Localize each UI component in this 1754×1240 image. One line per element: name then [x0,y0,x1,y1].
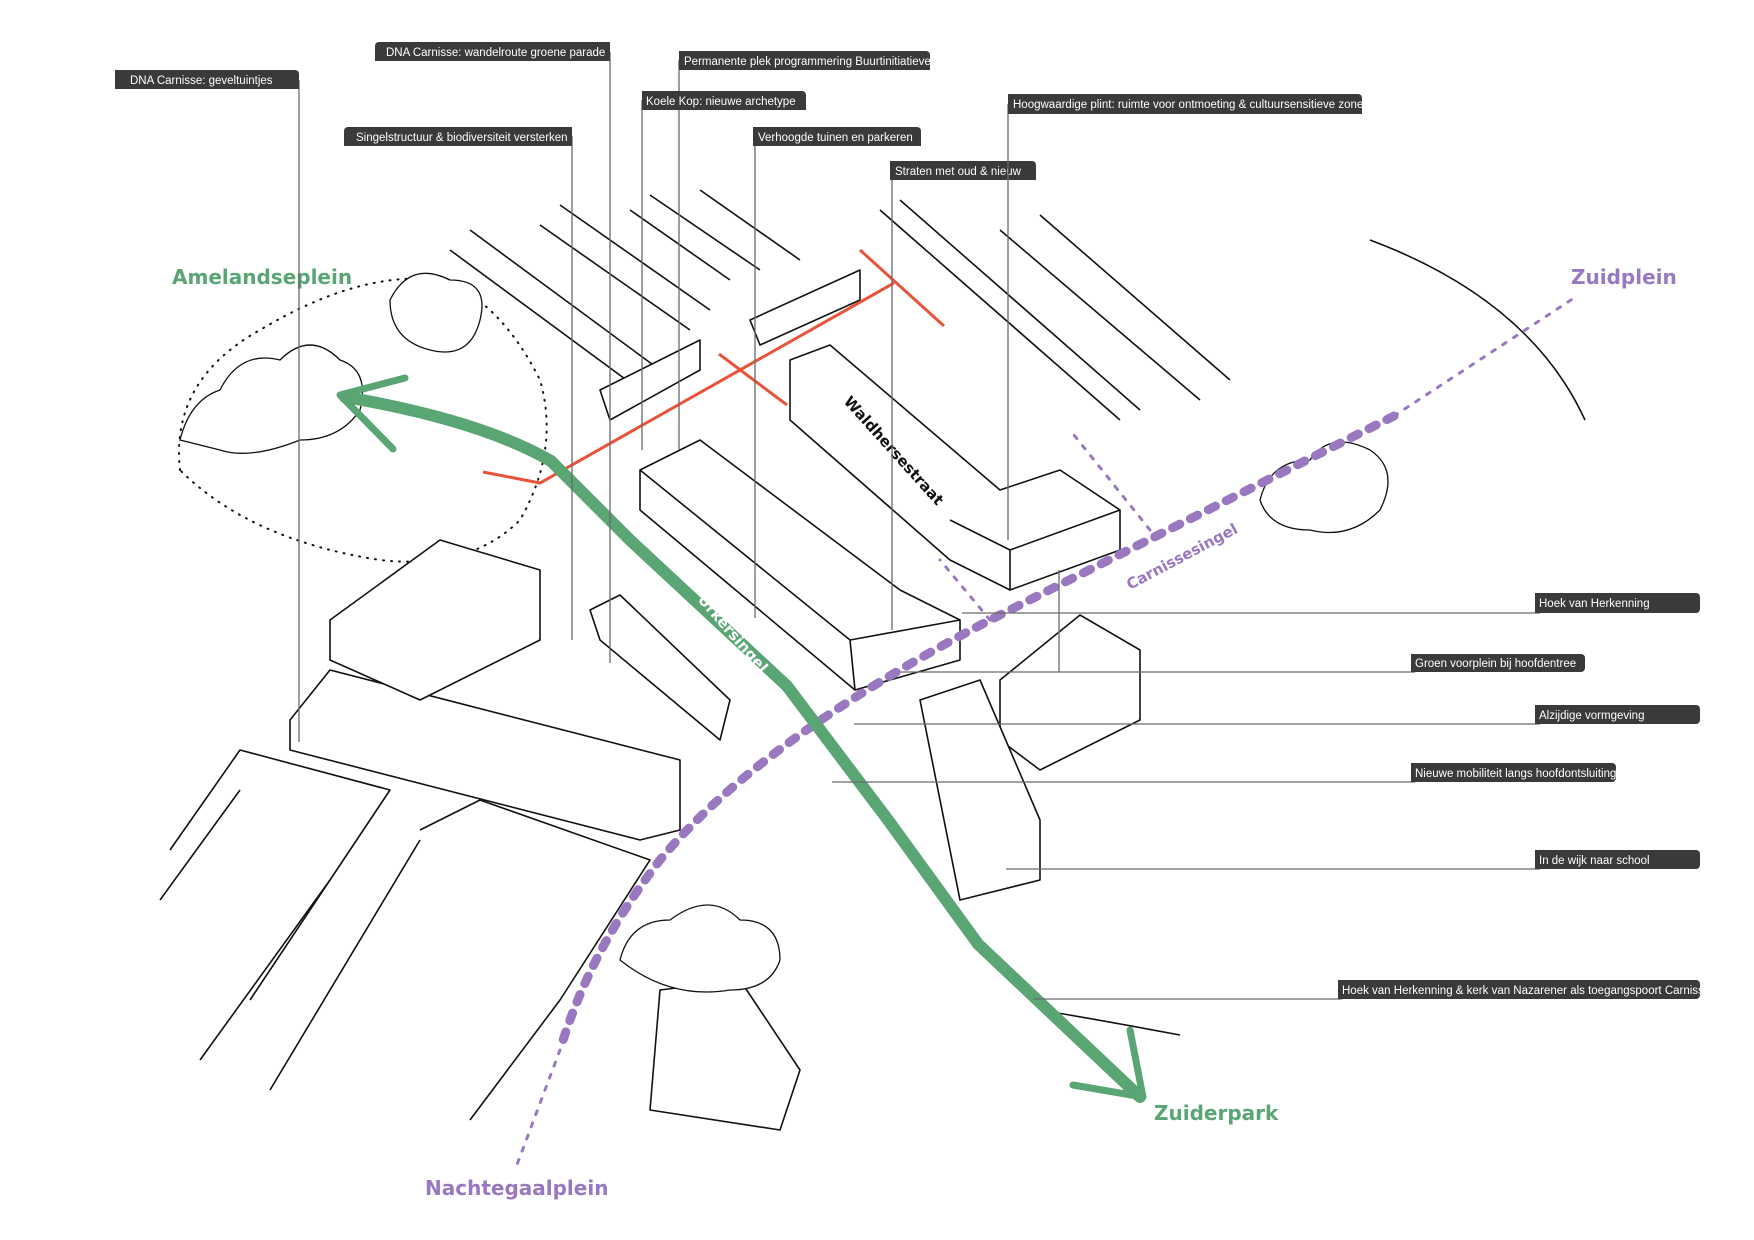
red-axis [482,248,946,485]
red-axis-tick [718,352,788,407]
right-callouts: Hoek van Herkenning Groen voorplein bij … [832,570,1710,1000]
tree-cluster [619,904,781,993]
svg-text:Nieuwe mobiliteit langs hoofdo: Nieuwe mobiliteit langs hoofdontsluiting [1415,768,1616,780]
callout-buurtinitiatieven: Permanente plek programmering Buurtiniti… [678,51,937,450]
street-carnissesingel: Carnissesingel [1123,520,1240,594]
callout-hoek-van-herkenning: Hoek van Herkenning [962,593,1700,614]
callout-geveltuintjes: DNA Carnisse: geveltuintjes [115,70,300,742]
callout-verhoogde-tuinen: Verhoogde tuinen en parkeren [753,127,921,618]
purple-route-carnissesingel [513,296,1576,1172]
tree-cluster [389,272,483,353]
place-zuiderpark: Zuiderpark [1154,1101,1279,1125]
svg-text:Verhoogde tuinen en parkeren: Verhoogde tuinen en parkeren [758,132,913,144]
callout-singelstructuur: Singelstructuur & biodiversiteit verster… [344,127,573,640]
green-route-line [339,391,1146,1103]
svg-text:In de wijk naar school: In de wijk naar school [1539,855,1650,867]
building-block [999,614,1141,771]
housing-bottom-left [159,749,651,1121]
sketch-base [159,189,1586,1131]
stadium-arc [1369,239,1586,421]
callout-wandelroute: DNA Carnisse: wandelroute groene parade [375,42,611,663]
purple-route-thin [513,296,1576,1172]
svg-text:Groen voorplein bij hoofdentre: Groen voorplein bij hoofdentree [1415,658,1576,670]
svg-text:Permanente plek programmering: Permanente plek programmering Buurtiniti… [684,56,937,68]
building-block [919,679,1041,901]
callout-kerk-van-nazarener: Hoek van Herkenning & kerk van Nazarener… [1034,980,1710,1000]
building-block [589,594,731,741]
tree-cluster [179,344,364,454]
svg-text:Alzijdige vormgeving: Alzijdige vormgeving [1539,710,1644,722]
place-nachtegaalplein: Nachtegaalplein [425,1176,608,1200]
green-arrowhead-start [336,374,409,453]
red-axis-line [482,281,895,485]
building-block [329,539,541,701]
callout-in-de-wijk-naar-school: In de wijk naar school [1006,850,1700,870]
svg-text:Hoek van Herkenning: Hoek van Herkenning [1539,598,1650,610]
callout-hoogwaardige-plint: Hoogwaardige plint: ruimte voor ontmoeti… [1007,94,1363,540]
svg-text:DNA Carnisse: wandelroute groe: DNA Carnisse: wandelroute groene parade [386,47,605,59]
place-zuidplein: Zuidplein [1571,265,1677,289]
building-block [599,339,701,421]
svg-text:Hoogwaardige plint: ruimte voo: Hoogwaardige plint: ruimte voor ontmoeti… [1013,99,1363,111]
callout-straten: Straten met oud & nieuw [890,161,1036,630]
building-block [749,269,861,346]
building-waldhersestraat [789,344,1121,591]
building-block [289,669,681,841]
church [649,979,801,1131]
callout-nieuwe-mobiliteit: Nieuwe mobiliteit langs hoofdontsluiting [832,763,1616,783]
svg-text:Straten met oud & nieuw: Straten met oud & nieuw [895,166,1022,178]
svg-text:DNA Carnisse: geveltuintjes: DNA Carnisse: geveltuintjes [130,75,273,87]
svg-text:Singelstructuur & biodiversite: Singelstructuur & biodiversiteit verster… [356,132,568,144]
svg-text:Hoek van Herkenning & kerk van: Hoek van Herkenning & kerk van Nazarener… [1342,985,1710,997]
red-axis-tick [858,248,946,328]
callout-groen-voorplein: Groen voorplein bij hoofdentree [900,570,1585,673]
callout-koele-kop: Koele Kop: nieuwe archetype [641,91,806,450]
green-route-urkersingel [336,374,1147,1103]
street-lines-top [449,189,1231,421]
green-arrowhead-end [1069,1026,1147,1101]
top-callouts: DNA Carnisse: geveltuintjes DNA Carnisse… [115,42,1363,742]
callout-alzijdige-vormgeving: Alzijdige vormgeving [854,705,1700,725]
place-amelandseplein: Amelandseplein [172,265,352,289]
svg-text:Koele Kop: nieuwe archetype: Koele Kop: nieuwe archetype [646,96,796,108]
purple-route-main [555,411,1399,1055]
